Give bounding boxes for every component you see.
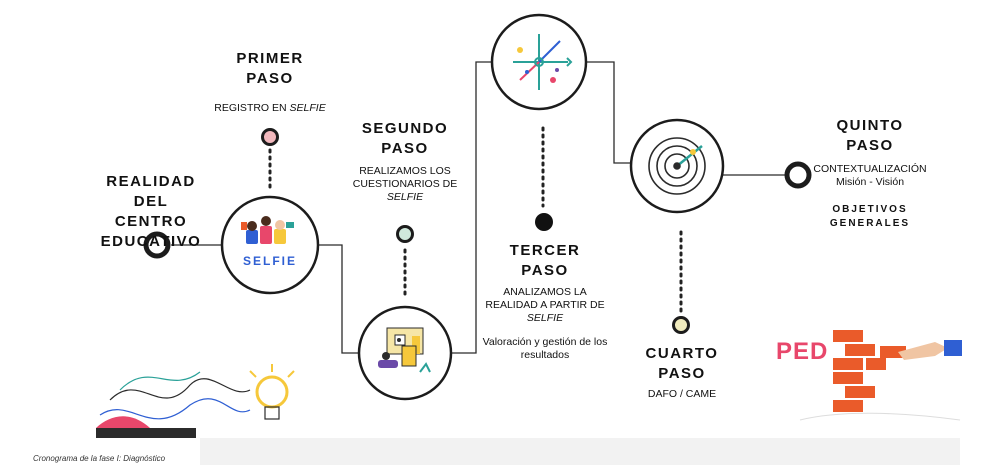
segundo-desc-italic: SELFIE: [386, 191, 424, 203]
segundo-desc-line-2: CUESTIONARIOS DE: [352, 178, 458, 190]
questionnaire-illustration: [378, 327, 431, 373]
quinto-title-line-2: PASO: [846, 137, 894, 154]
dot-primer: [261, 128, 279, 146]
quinto-title-line-1: QUINTO: [836, 117, 904, 134]
primer-paso-title: PRIMER PASO: [210, 49, 330, 89]
end-node: [784, 161, 812, 189]
dot-cuarto: [672, 316, 690, 334]
cuarto-desc: DAFO / CAME: [647, 388, 717, 400]
tercer-title-line-1: TERCER: [509, 242, 581, 259]
start-title-line-1: REALIDAD: [106, 173, 196, 190]
primer-title-line-2: PASO: [246, 70, 294, 87]
quinto-extra-line-2: GENERALES: [829, 218, 911, 229]
caption-text: Cronograma de la fase I: Diagnóstico: [33, 454, 166, 463]
quinto-paso-extra: OBJETIVOS GENERALES: [805, 203, 935, 231]
quinto-paso-title: QUINTO PASO: [810, 116, 930, 156]
primer-desc: REGISTRO EN: [214, 102, 287, 114]
quinto-paso-desc: CONTEXTUALIZACIÓN Misión - Visión: [805, 163, 935, 189]
timeline-path-2: [317, 244, 360, 354]
cuarto-title-line-2: PASO: [658, 365, 706, 382]
tercer-extra-line-2: resultados: [520, 349, 570, 361]
selfie-logo: SELFIE: [238, 254, 302, 268]
tercer-desc-italic: SELFIE: [526, 312, 564, 324]
start-title: REALIDAD DEL CENTRO EDUCATIVO: [96, 172, 206, 252]
brick-wall-illustration: [799, 330, 962, 421]
caption: Cronograma de la fase I: Diagnóstico: [33, 454, 233, 463]
quinto-desc-line-1: CONTEXTUALIZACIÓN: [813, 163, 927, 175]
analysis-illustration: [513, 34, 573, 90]
cuarto-paso-title: CUARTO PASO: [622, 344, 742, 384]
selfie-people-illustration: [241, 216, 294, 244]
tercer-extra-line-1: Valoración y gestión de los: [482, 336, 608, 348]
cuarto-title-line-1: CUARTO: [645, 345, 719, 362]
segundo-title-line-1: SEGUNDO: [361, 120, 449, 137]
segundo-paso-desc: REALIZAMOS LOS CUESTIONARIOS DE SELFIE: [335, 165, 475, 204]
start-title-line-3: EDUCATIVO: [100, 233, 202, 250]
tercer-paso-desc: ANALIZAMOS LA REALIDAD A PARTIR DE SELFI…: [470, 286, 620, 325]
quinto-desc-line-2: Misión - Visión: [835, 176, 905, 188]
ped-logo: PED: [776, 338, 836, 366]
start-title-line-2: DEL CENTRO: [114, 193, 188, 230]
segundo-paso-title: SEGUNDO PASO: [345, 119, 465, 159]
primer-title-line-1: PRIMER: [236, 50, 304, 67]
radar-illustration: [648, 137, 706, 195]
primer-desc-italic: SELFIE: [289, 102, 326, 114]
dot-tercer: [535, 213, 553, 231]
start-node: [143, 231, 171, 259]
segundo-title-line-2: PASO: [381, 140, 429, 157]
tercer-paso-title: TERCER PASO: [485, 241, 605, 281]
tercer-paso-extra: Valoración y gestión de los resultados: [470, 336, 620, 362]
tercer-title-line-2: PASO: [521, 262, 569, 279]
tercer-desc-line-2: REALIDAD A PARTIR DE: [485, 299, 605, 311]
circle-primer: [220, 195, 320, 295]
selfie-logo-text: SELFIE: [242, 254, 297, 268]
ideas-illustration: [96, 364, 295, 438]
cuarto-paso-desc: DAFO / CAME: [622, 388, 742, 401]
primer-paso-desc: REGISTRO EN SELFIE: [195, 102, 345, 115]
quinto-extra-line-1: OBJETIVOS: [832, 204, 908, 215]
timeline-path-4: [585, 61, 632, 164]
timeline-path-3: [450, 61, 492, 354]
dot-segundo: [396, 225, 414, 243]
tercer-desc-line-1: ANALIZAMOS LA: [503, 286, 587, 298]
ped-logo-text: PED: [776, 338, 829, 365]
segundo-desc-line-1: REALIZAMOS LOS: [359, 165, 451, 177]
